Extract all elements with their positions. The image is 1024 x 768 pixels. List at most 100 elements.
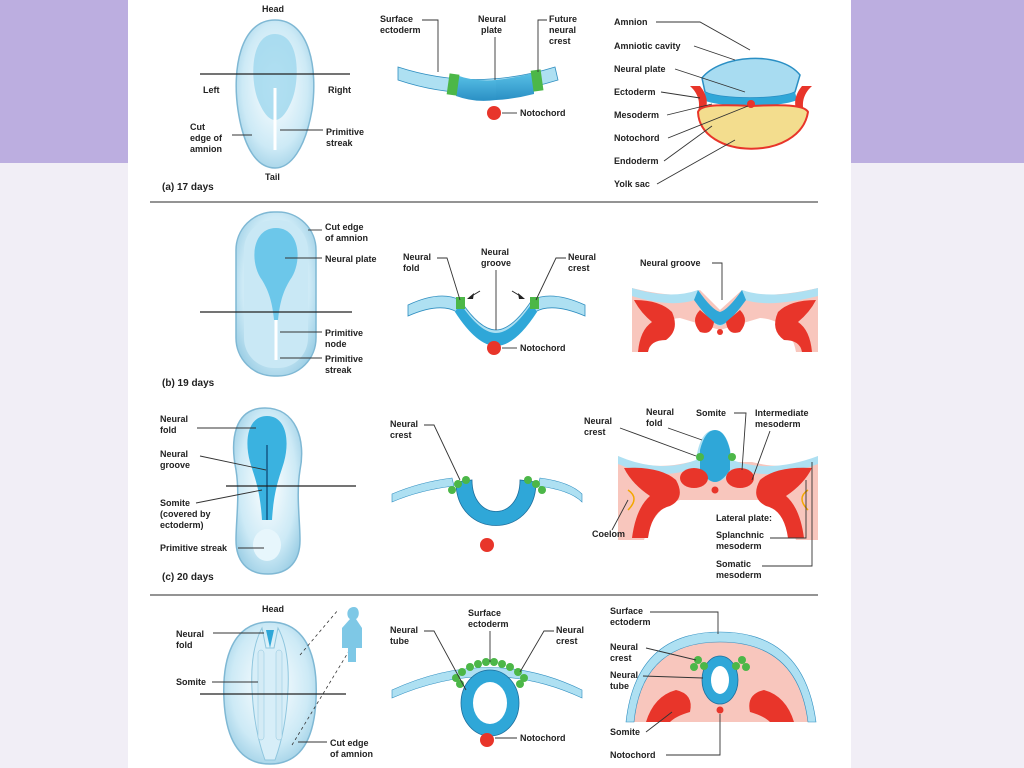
label-intermediate-mesoderm-1: Intermediate	[755, 408, 809, 418]
label-neural-plate-b: Neural plate	[325, 254, 377, 264]
label-cut-edge-d2: of amnion	[330, 749, 373, 759]
label-yolk-sac: Yolk sac	[614, 179, 650, 189]
label-neural-plate-a2: Neural plate	[614, 64, 666, 74]
caption-b: (b) 19 days	[162, 378, 215, 389]
neural-plate-section-a	[397, 66, 559, 120]
label-surface-ectoderm-d1: Surface	[468, 608, 501, 618]
neural-tube-section-d	[391, 658, 583, 747]
label-somite-c2: (covered by	[160, 509, 211, 519]
label-primitive-streak-b1: Primitive	[325, 354, 363, 364]
label-notochord-d2: Notochord	[610, 750, 656, 760]
label-surface-ectoderm-d3: Surface	[610, 606, 643, 616]
neural-groove-section-c2	[618, 430, 818, 540]
label-neural-plate-1: Neural	[478, 14, 506, 24]
label-surface-ectoderm-2: ectoderm	[380, 25, 421, 35]
label-primitive-streak-2: streak	[326, 138, 354, 148]
label-notochord-a2: Notochord	[614, 133, 660, 143]
label-splanchnic-1: Splanchnic	[716, 530, 764, 540]
label-amnion: Amnion	[614, 17, 648, 27]
label-primitive-streak-b2: streak	[325, 365, 353, 375]
label-lateral-plate: Lateral plate:	[716, 513, 772, 523]
label-splanchnic-2: mesoderm	[716, 541, 762, 551]
label-neural-fold-d1: Neural	[176, 629, 204, 639]
label-neural-crest-d3: Neural	[610, 642, 638, 652]
label-neural-groove-b2: groove	[481, 258, 511, 268]
row-c: Neural fold Neural groove Somite (covere…	[160, 407, 818, 583]
label-surface-ectoderm-d2: ectoderm	[468, 619, 509, 629]
caption-c: (c) 20 days	[162, 572, 214, 583]
label-somite-c4: Somite	[696, 408, 726, 418]
label-cut-edge-b2: of amnion	[325, 233, 368, 243]
label-tail: Tail	[265, 172, 280, 182]
label-notochord-b: Notochord	[520, 343, 566, 353]
label-mesoderm: Mesoderm	[614, 110, 659, 120]
label-neural-fold-d2: fold	[176, 640, 193, 650]
label-amniotic-cavity: Amniotic cavity	[614, 41, 681, 51]
label-right: Right	[328, 85, 351, 95]
label-future-neural-crest-2: neural	[549, 25, 576, 35]
label-future-neural-crest-3: crest	[549, 36, 571, 46]
neural-tube-section-d2	[625, 631, 817, 723]
caption-a: (a) 17 days	[162, 182, 214, 193]
label-head: Head	[262, 4, 284, 14]
label-somite-d2: Somite	[610, 727, 640, 737]
label-cut-edge-1: Cut	[190, 122, 205, 132]
label-primitive-streak-c: Primitive streak	[160, 543, 228, 553]
label-surface-ectoderm-d4: ectoderm	[610, 617, 651, 627]
label-neural-crest-d4: crest	[610, 653, 632, 663]
label-primitive-node-1: Primitive	[325, 328, 363, 338]
label-neural-crest-d1: Neural	[556, 625, 584, 635]
row-a: Head Left Right Tail Cut edge of amnion …	[162, 4, 812, 193]
label-neural-crest-c2: crest	[390, 430, 412, 440]
label-cut-edge-b1: Cut edge	[325, 222, 364, 232]
amnion-yolk-section	[690, 57, 812, 150]
label-neural-tube-d2: tube	[390, 636, 409, 646]
label-coelom: Coelom	[592, 529, 625, 539]
label-neural-fold-b2: fold	[403, 263, 420, 273]
label-neural-fold-c1: Neural	[160, 414, 188, 424]
embryo-19-days	[200, 211, 352, 377]
label-neural-tube-d1: Neural	[390, 625, 418, 635]
neural-groove-section-c	[391, 476, 583, 552]
label-neural-fold-c2: fold	[160, 425, 177, 435]
label-neural-crest-b2: crest	[568, 263, 590, 273]
label-neural-tube-d4: tube	[610, 681, 629, 691]
label-neural-crest-c1: Neural	[390, 419, 418, 429]
label-somite-c1: Somite	[160, 498, 190, 508]
label-somite-c3: ectoderm)	[160, 520, 204, 530]
label-future-neural-crest-1: Future	[549, 14, 577, 24]
label-neural-fold-c3: Neural	[646, 407, 674, 417]
row-d: Head Neural fold Somite Cut edge of amni…	[176, 604, 817, 765]
label-neural-fold-b1: Neural	[403, 252, 431, 262]
label-surface-ectoderm-1: Surface	[380, 14, 413, 24]
label-neural-tube-d3: Neural	[610, 670, 638, 680]
label-neural-groove-c2: groove	[160, 460, 190, 470]
label-somite-d: Somite	[176, 677, 206, 687]
label-neural-crest-c3: Neural	[584, 416, 612, 426]
label-neural-groove-c1: Neural	[160, 449, 188, 459]
label-somatic-2: mesoderm	[716, 570, 762, 580]
label-endoderm: Endoderm	[614, 156, 659, 166]
embryo-20-days	[226, 407, 356, 575]
label-head-d: Head	[262, 604, 284, 614]
label-neural-plate-2: plate	[481, 25, 502, 35]
neural-groove-section-b	[407, 290, 586, 355]
row-b: Cut edge of amnion Neural plate Primitiv…	[162, 211, 818, 389]
label-cut-edge-2: edge of	[190, 133, 223, 143]
label-notochord-a: Notochord	[520, 108, 566, 118]
label-somatic-1: Somatic	[716, 559, 751, 569]
embryo-17-days	[200, 19, 350, 169]
label-cut-edge-d1: Cut edge	[330, 738, 369, 748]
label-left: Left	[203, 85, 220, 95]
label-neural-crest-b1: Neural	[568, 252, 596, 262]
label-neural-fold-c4: fold	[646, 418, 663, 428]
label-primitive-node-2: node	[325, 339, 347, 349]
label-neural-groove-b1: Neural	[481, 247, 509, 257]
label-neural-groove-b3: Neural groove	[640, 258, 701, 268]
label-intermediate-mesoderm-2: mesoderm	[755, 419, 801, 429]
label-primitive-streak-1: Primitive	[326, 127, 364, 137]
label-ectoderm: Ectoderm	[614, 87, 656, 97]
neural-groove-section-b2	[632, 288, 818, 352]
label-neural-crest-d2: crest	[556, 636, 578, 646]
